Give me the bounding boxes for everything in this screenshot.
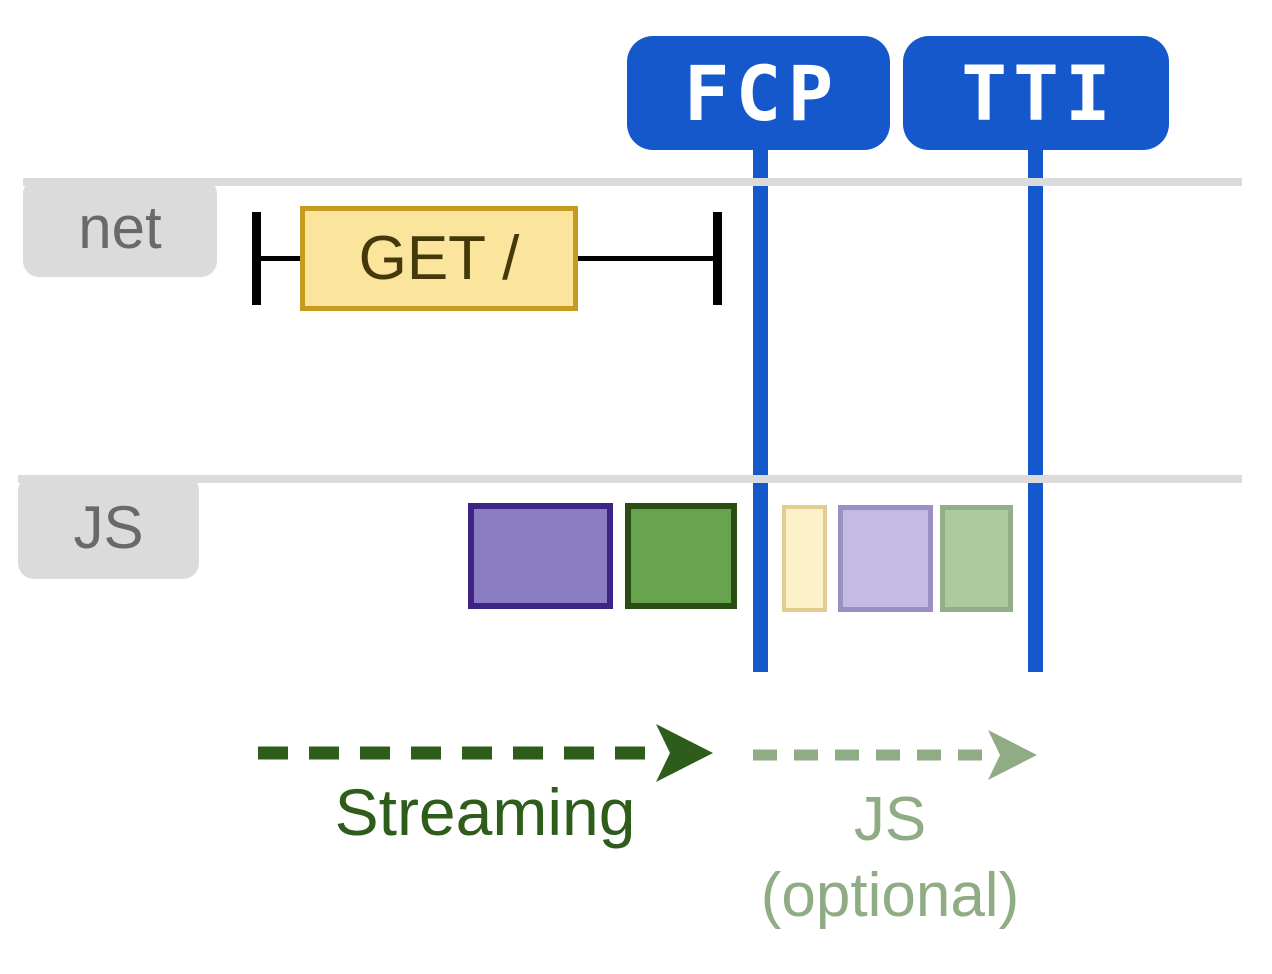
- js-lane-tab: JS: [18, 475, 199, 579]
- js-task-purple-faded: [838, 505, 933, 612]
- request-end-tick: [713, 212, 722, 305]
- js-task-purple: [468, 503, 613, 609]
- fcp-badge: FCP: [627, 36, 890, 150]
- js-task-yellow-faded: [782, 505, 827, 612]
- net-lane-label: net: [78, 194, 162, 261]
- js-optional-line2: (optional): [760, 861, 1020, 930]
- js-lane-label: JS: [73, 493, 144, 561]
- tti-label: TTI: [961, 48, 1117, 138]
- streaming-label: Streaming: [240, 774, 730, 850]
- streaming-arrow: [258, 724, 713, 782]
- js-task-green-faded: [940, 505, 1013, 612]
- js-optional-arrow: [753, 730, 1037, 780]
- tti-marker-line: [1028, 148, 1043, 672]
- fcp-label: FCP: [683, 48, 840, 138]
- js-optional-label: JS (optional): [740, 782, 1040, 934]
- js-lane-line: [18, 475, 1242, 483]
- get-request-box: GET /: [300, 206, 578, 311]
- js-optional-line1: JS: [853, 785, 927, 854]
- tti-badge: TTI: [903, 36, 1169, 150]
- js-task-green: [625, 503, 737, 609]
- net-lane-tab: net: [23, 178, 217, 277]
- request-start-tick: [252, 212, 261, 305]
- streaming-text: Streaming: [334, 775, 636, 849]
- get-request-label: GET /: [358, 224, 520, 293]
- net-lane-line: [23, 178, 1242, 186]
- fcp-marker-line: [753, 148, 768, 672]
